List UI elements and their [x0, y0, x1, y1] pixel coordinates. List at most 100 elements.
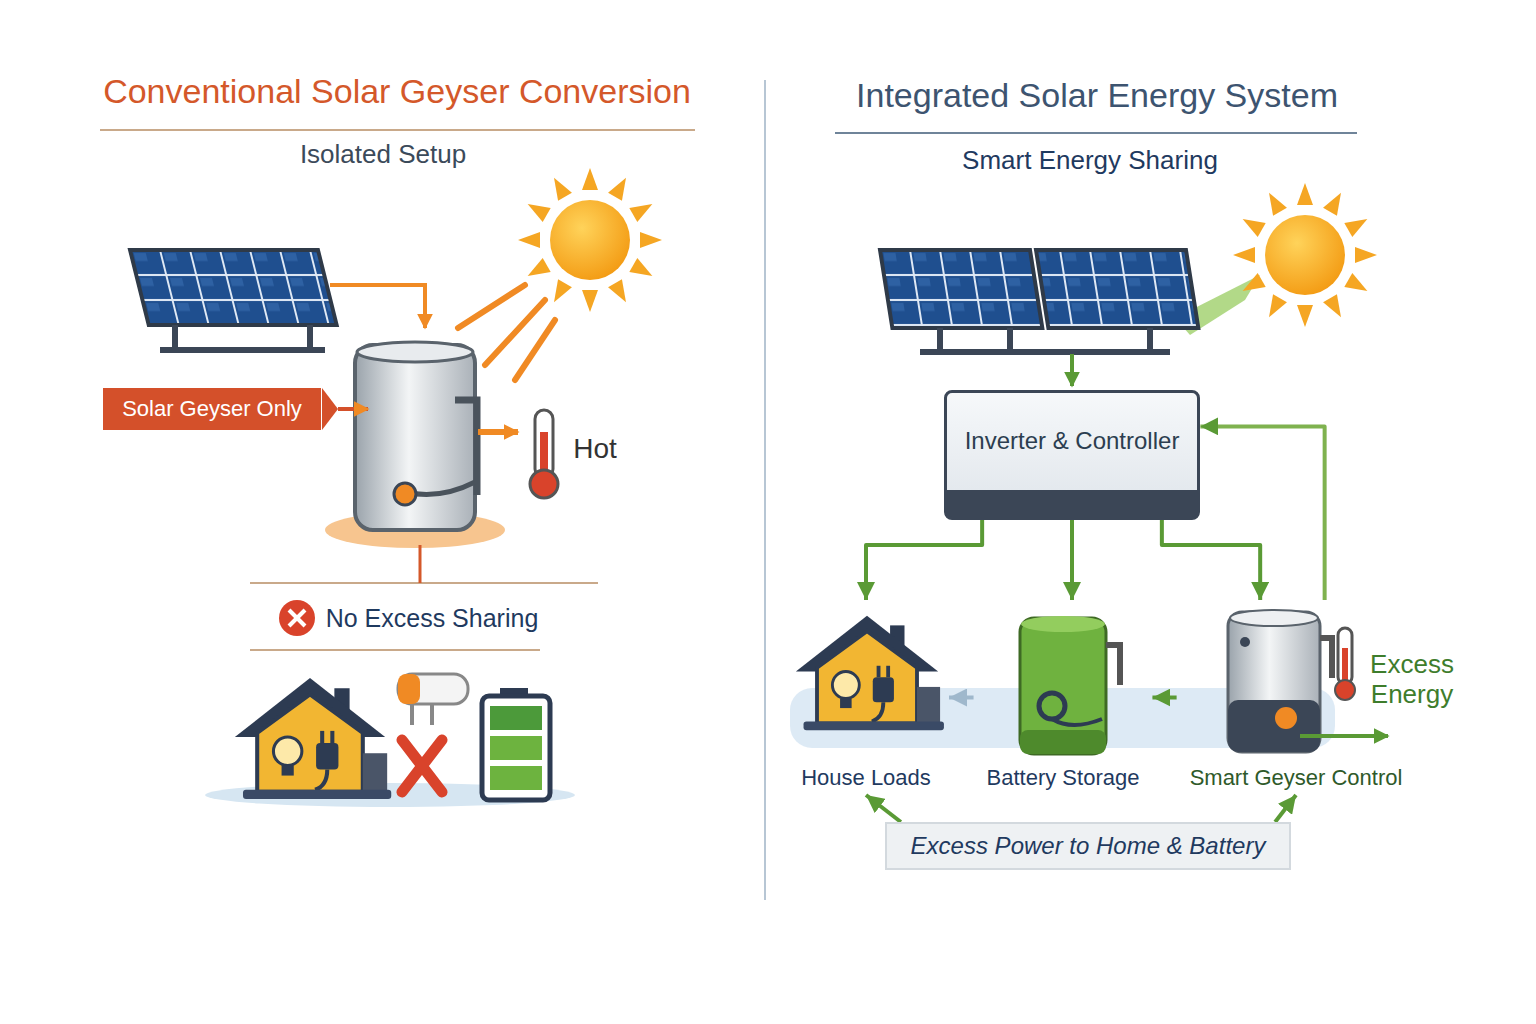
sun-icon — [629, 258, 656, 283]
sun-icon — [547, 279, 572, 306]
sun-icon — [1297, 183, 1313, 205]
panel-title: Integrated Solar Energy System — [856, 76, 1338, 115]
plug-icon — [398, 674, 468, 704]
connector-arrow — [866, 520, 982, 600]
geyser-tank — [1228, 610, 1332, 752]
solar-panel — [880, 250, 1042, 328]
battery-tank — [1106, 645, 1120, 685]
panel-stand — [307, 325, 313, 350]
panel-divider — [764, 80, 766, 900]
sun-icon — [1265, 215, 1345, 295]
connector-arrow — [1070, 520, 1074, 600]
sun-icon — [629, 197, 656, 222]
geyser-tank — [1228, 612, 1320, 752]
thermometer — [530, 470, 558, 498]
sun-icon — [1323, 189, 1348, 216]
no-icon — [279, 600, 315, 636]
separator-lines — [250, 582, 598, 584]
node-text: House Loads — [801, 765, 931, 791]
status-label: No Excess Sharing — [326, 604, 539, 633]
separator-lines — [250, 545, 598, 650]
connector-arrow — [1200, 426, 1324, 600]
battery-tank — [1052, 719, 1102, 725]
no-icon — [279, 600, 315, 636]
feed-arrow — [330, 285, 425, 328]
plug-icon — [398, 674, 420, 704]
connector-arrow — [1275, 795, 1296, 822]
panel-subtitle: Isolated Setup — [300, 140, 466, 170]
solar-panel — [130, 250, 337, 325]
battery-icon — [490, 706, 542, 730]
node-text: Solar Geyser Only — [122, 396, 302, 422]
tag-arrow — [338, 407, 368, 411]
sun-icon — [608, 279, 633, 306]
panel-stand — [172, 325, 178, 350]
plug-icon — [410, 704, 414, 725]
no-icon — [289, 610, 305, 626]
node-text: Battery Storage — [987, 765, 1140, 791]
sun-icon — [547, 174, 572, 201]
temperature-label: Hot — [573, 433, 617, 465]
geyser-tank — [355, 345, 475, 530]
separator-lines — [250, 649, 540, 651]
tag-box: Solar Geyser Only — [103, 388, 321, 430]
panel-title: Conventional Solar Geyser Conversion — [103, 72, 691, 111]
excess-arrow — [1300, 734, 1388, 738]
heat-arrow — [478, 429, 518, 435]
cross-mark — [402, 740, 442, 792]
title-rule — [100, 129, 695, 131]
plug-icon — [398, 674, 468, 725]
sun-icon — [518, 232, 540, 248]
battery-tank — [1020, 616, 1120, 754]
node-text: Excess Power to Home & Battery — [911, 832, 1266, 860]
geyser-tank — [1275, 707, 1297, 729]
sun-icon — [640, 232, 662, 248]
panel-stand — [920, 328, 1170, 352]
battery-icon — [482, 688, 550, 800]
solar-panel — [880, 250, 1198, 328]
sun-icon — [1239, 273, 1266, 298]
sun-icon — [582, 290, 598, 312]
battery-icon — [490, 736, 542, 760]
sun-icon — [1344, 273, 1371, 298]
sun-icon — [1297, 305, 1313, 327]
thermometer — [1335, 680, 1355, 700]
sun-icon — [524, 258, 551, 283]
panel-subtitle: Smart Energy Sharing — [962, 146, 1218, 176]
separator-lines — [419, 545, 422, 583]
geyser-tank — [1240, 637, 1250, 647]
thermometer — [530, 410, 558, 498]
connector-arrow — [1162, 520, 1260, 600]
geyser-tank — [355, 342, 477, 530]
node-text: Inverter & Controller — [965, 425, 1180, 456]
icon-node: House Loads — [783, 600, 949, 795]
panel-stand — [160, 347, 325, 353]
geyser-tank — [1228, 700, 1320, 752]
solar-panel — [1036, 250, 1198, 328]
battery-tank — [1020, 730, 1106, 754]
sun-icon — [1233, 247, 1255, 263]
cross-mark — [402, 740, 442, 792]
battery-tank — [1021, 616, 1105, 632]
banner-box: Excess Power to Home & Battery — [885, 822, 1292, 870]
connector-arrow — [1152, 696, 1176, 700]
solar-panel — [130, 250, 337, 325]
feed-arrow — [1070, 354, 1074, 386]
battery-icon — [490, 766, 542, 790]
battery-tank — [1039, 693, 1065, 719]
panel-stand — [937, 328, 943, 352]
panel-stand — [1147, 328, 1153, 352]
energy-label: Excess Energy — [1362, 650, 1462, 710]
geyser-tank — [357, 342, 473, 362]
thermometer — [1335, 628, 1355, 700]
sun-icon — [1344, 212, 1371, 237]
plug-icon — [430, 704, 434, 725]
geyser-tank — [1230, 610, 1318, 626]
panel-stand — [1007, 328, 1013, 352]
sun-icon — [1355, 247, 1377, 263]
sun-icon — [1262, 294, 1287, 321]
sun-rays — [485, 300, 545, 365]
